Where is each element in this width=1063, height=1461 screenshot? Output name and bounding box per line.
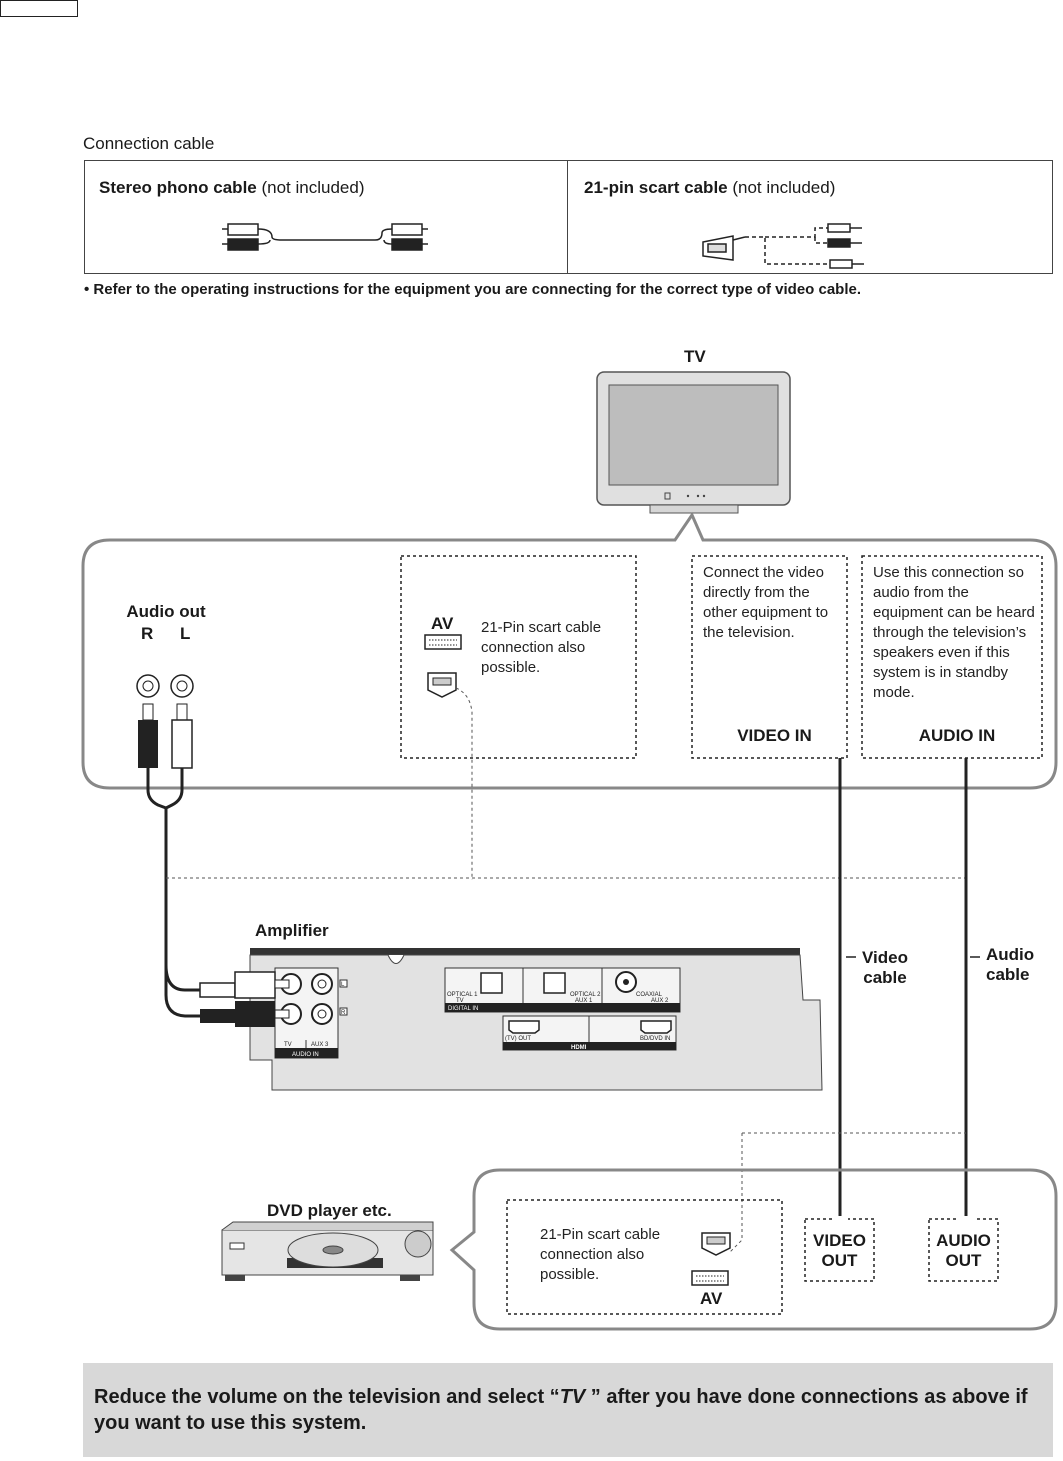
page-marker-box [0,0,78,17]
audio-out-l: L [180,624,191,643]
scart-cable-label: 21-pin scart cable (not included) [584,178,836,197]
amplifier-label: Amplifier [255,921,329,940]
amp-optical2: OPTICAL 2 [570,992,601,998]
av-top-text: 21-Pin scart cable connection also possi… [481,619,602,676]
cable-note: • Refer to the operating instructions fo… [84,281,862,298]
phono-cable-label: Stereo phono cable (not included) [99,178,365,197]
amp-audio-aux3: AUX 3 [311,1042,329,1048]
cable-table-divider [567,160,568,274]
amp-hdmi: HDMI [571,1045,587,1051]
av-top-label: AV [431,614,454,633]
audio-out-box [928,1218,999,1282]
audio-out-r: R [141,624,154,643]
av-bottom-text: 21-Pin scart cable connection also possi… [540,1226,661,1283]
video-in-box [691,555,848,759]
phono-cable-drawing [222,223,428,251]
cable-table [84,160,1053,274]
amp-port-labels: OPTICAL 1 TV OPTICAL 2 AUX 1 COAXIAL AUX… [284,982,670,1058]
amp-hdmi-out: (TV) OUT [505,1036,531,1042]
amp-aux2: AUX 2 [651,998,669,1004]
amp-aux1: AUX 1 [575,998,593,1004]
scart-port-icon-bottom [691,1232,731,1286]
tv-drawing [596,371,791,514]
dvd-player-drawing [221,1221,434,1281]
amp-optical1: OPTICAL 1 [447,992,478,998]
tv-panel-outline [81,511,1058,790]
audio-in-box [861,555,1043,759]
amp-hdmi-in: BD/DVD IN [640,1036,670,1042]
av-top-box [400,555,637,759]
amp-audio-tv: TV [284,1042,292,1048]
av-bottom-box [506,1199,783,1315]
section-title: Connection cable [83,134,215,153]
footer-box [83,1363,1053,1457]
audio-out-jacks [136,674,200,1018]
audio-out-title: Audio out [126,602,206,621]
scart-port-icon-top [424,634,473,880]
audio-in-label: AUDIO IN [918,726,996,745]
amp-digital-in: DIGITAL IN [448,1006,478,1012]
amp-audio-in: AUDIO IN [292,1052,319,1058]
amplifier-drawing [199,948,823,1091]
amp-r: R [341,1010,346,1016]
tv-label: TV [684,347,706,366]
av-bottom-label: AV [700,1289,723,1308]
footer-text: Reduce the volume on the television and … [94,1386,1028,1434]
video-in-label: VIDEO IN [737,726,812,745]
amp-coax: COAXIAL [636,992,663,998]
dvd-label: DVD player etc. [267,1201,392,1220]
audio-in-text: Use this connection so audio from the eq… [873,564,1035,701]
dvd-panel-outline [449,1168,1058,1331]
scart-cable-drawing [702,223,864,269]
video-in-text: Connect the video directly from the othe… [703,564,829,641]
amp-l: L [341,982,345,988]
video-out-box [804,1218,875,1282]
amp-tv: TV [456,998,464,1004]
